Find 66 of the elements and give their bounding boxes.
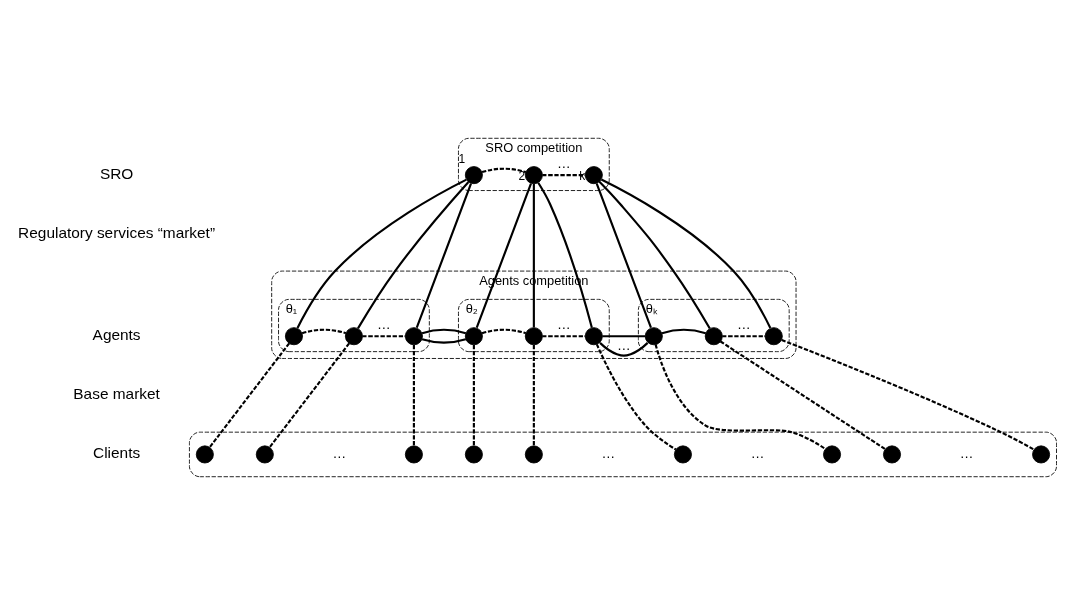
- node-circle: [524, 327, 543, 346]
- connector: [595, 183, 652, 329]
- connector: [719, 340, 886, 451]
- label: Base market: [73, 385, 160, 403]
- connector: [722, 335, 766, 338]
- connector: [357, 181, 470, 329]
- label: Regulatory services “market”: [18, 224, 216, 242]
- node-label: 1: [458, 152, 466, 167]
- edge-label: …: [616, 337, 631, 353]
- edge-label: …: [557, 317, 571, 333]
- label: …: [959, 445, 974, 461]
- connector: [208, 342, 290, 448]
- connector: [421, 328, 467, 344]
- node-circle: [823, 445, 841, 464]
- node-circle: [404, 445, 423, 464]
- connector: [481, 167, 527, 174]
- connector: [542, 335, 586, 338]
- node-circle: [284, 327, 303, 346]
- node-circle: [673, 445, 692, 464]
- connector: [415, 183, 472, 329]
- connector: [537, 182, 593, 329]
- node-circle: [404, 327, 423, 346]
- connector: [481, 328, 527, 335]
- node-circle: [195, 445, 214, 464]
- node-circle: [644, 327, 663, 346]
- connector: [475, 183, 532, 329]
- node-circle: [764, 327, 783, 346]
- node-label: 2: [518, 169, 526, 184]
- edge-label: …: [557, 156, 571, 172]
- label: …: [750, 445, 765, 461]
- connector: [268, 342, 350, 448]
- connector: [600, 178, 772, 329]
- connector: [661, 328, 706, 335]
- edge-label: …: [377, 317, 391, 333]
- connector: [598, 180, 711, 329]
- node-circle: [344, 327, 363, 346]
- connector: [595, 343, 677, 451]
- label: SRO: [99, 164, 134, 182]
- cluster: [189, 431, 1057, 478]
- label: Clients: [93, 444, 141, 462]
- connector: [654, 344, 826, 450]
- node-circle: [524, 166, 543, 185]
- node-circle: [704, 327, 723, 346]
- connector: [542, 174, 586, 177]
- connector: [301, 328, 347, 335]
- connector: [362, 335, 406, 338]
- node-circle: [584, 327, 603, 346]
- connector: [781, 339, 1035, 451]
- node-circle: [464, 327, 483, 346]
- label: …: [332, 445, 347, 461]
- connector: [532, 345, 535, 446]
- connector: [599, 335, 649, 357]
- connector: [532, 183, 535, 328]
- connector: [296, 178, 467, 329]
- label: Agents: [92, 325, 141, 343]
- node-circle: [584, 166, 603, 185]
- connector: [472, 345, 475, 446]
- node-circle: [1032, 445, 1051, 464]
- node-circle: [883, 445, 901, 464]
- label: …: [601, 445, 616, 461]
- connector: [412, 345, 415, 446]
- edge-label: …: [736, 317, 751, 333]
- node-circle: [255, 445, 274, 464]
- node-circle: [524, 445, 543, 464]
- node-circle: [464, 445, 483, 464]
- node-circle: [464, 166, 483, 185]
